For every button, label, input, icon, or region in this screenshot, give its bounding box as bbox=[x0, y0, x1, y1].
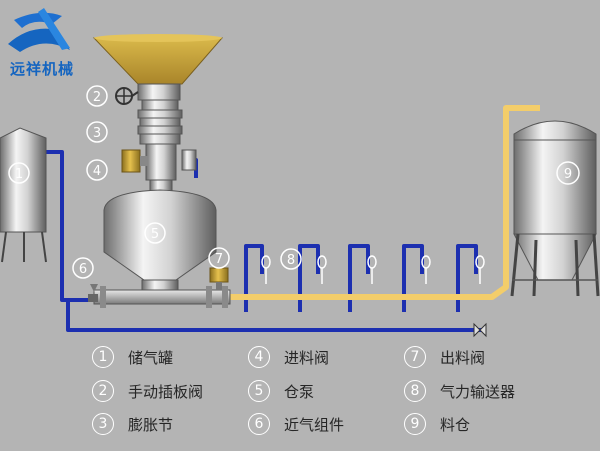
svg-text:6: 6 bbox=[79, 262, 87, 277]
pneumatic-boosters bbox=[261, 255, 485, 284]
air-storage-tank bbox=[0, 127, 47, 263]
legend-number: 6 bbox=[248, 413, 270, 435]
legend-item-8: 8 气力输送器 bbox=[404, 378, 515, 404]
legend-item-1: 1 储气罐 bbox=[92, 344, 173, 370]
booster-1 bbox=[261, 255, 271, 284]
legend-label: 近气组件 bbox=[284, 415, 345, 434]
svg-text:5: 5 bbox=[151, 227, 159, 242]
manual-gate-valve bbox=[115, 83, 181, 105]
storage-silo bbox=[510, 120, 600, 297]
svg-text:3: 3 bbox=[93, 126, 101, 141]
outlet-pipe bbox=[93, 286, 231, 308]
svg-text:9: 9 bbox=[564, 167, 572, 182]
callout-1: 1 bbox=[8, 162, 30, 184]
feed-hopper bbox=[92, 34, 224, 85]
legend-number: 9 bbox=[404, 413, 426, 435]
svg-text:2: 2 bbox=[93, 90, 101, 105]
legend-number: 8 bbox=[404, 380, 426, 402]
legend-label: 料仓 bbox=[440, 415, 471, 434]
legend-number: 5 bbox=[248, 380, 270, 402]
legend-number: 2 bbox=[92, 380, 114, 402]
brand-name: 远祥机械 bbox=[10, 60, 75, 78]
legend-item-7: 7 出料阀 bbox=[404, 344, 485, 370]
legend-number: 7 bbox=[404, 346, 426, 368]
booster-3 bbox=[367, 255, 377, 284]
svg-text:8: 8 bbox=[287, 253, 295, 268]
air-supply-line bbox=[46, 150, 484, 332]
legend-label: 膨胀节 bbox=[128, 415, 174, 434]
expansion-joint bbox=[137, 99, 183, 145]
callout-6: 6 bbox=[72, 257, 94, 279]
callout-7: 7 bbox=[208, 247, 230, 269]
legend-item-4: 4 进料阀 bbox=[248, 344, 329, 370]
conveying-system-diagram: 1 2 3 4 5 6 7 8 9 bbox=[0, 8, 600, 338]
legend-item-5: 5 仓泵 bbox=[248, 378, 314, 404]
pressure-vessel-pump bbox=[103, 179, 217, 291]
material-conveying-line bbox=[230, 105, 540, 300]
brand-logo bbox=[8, 8, 70, 52]
legend: 1 储气罐 2 手动插板阀 3 膨胀节 4 进料阀 5 仓泵 6 近气组件 7 … bbox=[0, 338, 600, 451]
callout-4: 4 bbox=[86, 159, 108, 181]
legend-item-6: 6 近气组件 bbox=[248, 411, 344, 437]
inlet-valve bbox=[121, 143, 197, 181]
legend-label: 出料阀 bbox=[440, 348, 486, 367]
svg-text:4: 4 bbox=[93, 164, 101, 179]
callout-8: 8 bbox=[280, 248, 302, 270]
air-inlet-assembly bbox=[88, 284, 98, 302]
legend-item-9: 9 料仓 bbox=[404, 411, 470, 437]
legend-label: 仓泵 bbox=[284, 382, 315, 401]
svg-text:1: 1 bbox=[15, 167, 23, 182]
booster-2 bbox=[317, 255, 327, 284]
svg-text:7: 7 bbox=[215, 252, 223, 267]
legend-label: 气力输送器 bbox=[440, 382, 516, 401]
callout-5: 5 bbox=[144, 222, 166, 244]
legend-number: 3 bbox=[92, 413, 114, 435]
legend-label: 手动插板阀 bbox=[128, 382, 204, 401]
legend-label: 储气罐 bbox=[128, 348, 174, 367]
legend-item-2: 2 手动插板阀 bbox=[92, 378, 203, 404]
legend-number: 1 bbox=[92, 346, 114, 368]
air-line-valve bbox=[473, 322, 487, 338]
callout-3: 3 bbox=[86, 121, 108, 143]
legend-label: 进料阀 bbox=[284, 348, 330, 367]
booster-4 bbox=[421, 255, 431, 284]
callout-2: 2 bbox=[86, 85, 108, 107]
booster-5 bbox=[475, 255, 485, 284]
legend-item-3: 3 膨胀节 bbox=[92, 411, 173, 437]
callout-9: 9 bbox=[556, 161, 580, 185]
legend-number: 4 bbox=[248, 346, 270, 368]
